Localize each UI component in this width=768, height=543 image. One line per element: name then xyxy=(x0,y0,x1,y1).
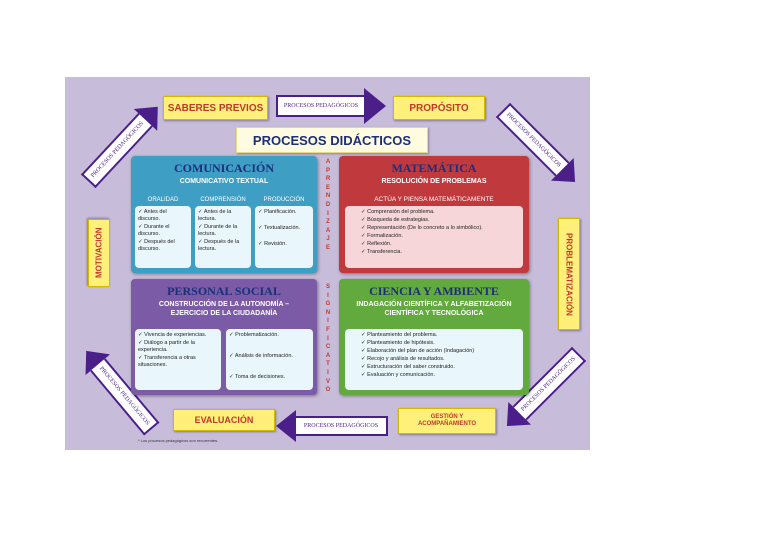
vertical-letter: A xyxy=(325,352,331,359)
list-item: Planteamiento del problema. xyxy=(361,332,520,339)
list-item: Durante de la lectura. xyxy=(198,224,248,238)
list-item: Planificación. xyxy=(258,209,310,216)
vertical-letter: S xyxy=(325,284,330,290)
arrow-bottom-head xyxy=(276,410,296,442)
list-item: Toma de decisiones. xyxy=(229,374,310,381)
card-ciencia: Planteamiento del problema. Planteamient… xyxy=(345,329,523,390)
arrow-top-label: PROCESOS PEDAGÓGICOS xyxy=(276,95,364,117)
vertical-letter: P xyxy=(325,167,330,174)
list-item: Representación (De lo concreto a lo simb… xyxy=(361,225,520,232)
vertical-letter: A xyxy=(325,227,331,234)
ciencia-subtitle-1: INDAGACIÓN CIENTÍFICA Y ALFABETIZACIÓN xyxy=(356,301,512,308)
matematica-subtitle: RESOLUCIÓN DE PROBLEMAS xyxy=(381,178,487,185)
gestion-label-text: GESTIÓN Y ACOMPAÑAMIENTO xyxy=(417,414,477,427)
vertical-letter: N xyxy=(325,193,331,200)
arrow-bottom: PROCESOS PEDAGÓGICOS xyxy=(276,410,388,442)
list-item: Diálogo a partir de la experiencia. xyxy=(138,340,218,354)
evaluacion-label: EVALUACIÓN xyxy=(173,409,275,431)
personal-subtitle-1: CONSTRUCCIÓN DE LA AUTONOMÍA – xyxy=(158,301,290,308)
list-item: Transferencia. xyxy=(361,249,520,256)
quadrant-matematica: MATEMÁTICA RESOLUCIÓN DE PROBLEMAS ACTÚA… xyxy=(339,156,529,273)
vertical-letter: F xyxy=(326,326,330,333)
vertical-letter: A xyxy=(325,159,331,165)
vertical-letter: E xyxy=(325,244,330,251)
list-item: Análisis de información. xyxy=(229,353,310,360)
comunicacion-subtitle: COMUNICATIVO TEXTUAL xyxy=(179,178,269,185)
card-produccion: Planificación. Textualización. Revisión. xyxy=(255,206,313,268)
vertical-letter: V xyxy=(325,378,330,385)
problematizacion-label: PROBLEMATIZACIÓN xyxy=(558,218,580,330)
ciencia-subtitle-2: CIENTÍFICA Y TECNOLÓGICA xyxy=(384,310,484,317)
gestion-label: GESTIÓN Y ACOMPAÑAMIENTO xyxy=(398,408,496,434)
vertical-letter: O xyxy=(325,387,331,394)
arrow-bottom-label: PROCESOS PEDAGÓGICOS xyxy=(296,416,388,436)
quadrant-personal-social: PERSONAL SOCIAL CONSTRUCCIÓN DE LA AUTON… xyxy=(131,279,317,395)
col-head-produccion: PRODUCCIÓN xyxy=(263,197,305,203)
list-item: Transferencia a otras situaciones. xyxy=(138,355,218,369)
list-item: Búsqueda de estrategias. xyxy=(361,217,520,224)
arrow-top: PROCESOS PEDAGÓGICOS xyxy=(276,88,386,124)
list-item: Reflexión. xyxy=(361,241,520,248)
col-head-comprension: COMPRENSIÓN xyxy=(200,197,246,203)
vertical-letter: I xyxy=(327,292,329,299)
quadrant-ciencia-ambiente: CIENCIA Y AMBIENTE INDAGACIÓN CIENTÍFICA… xyxy=(339,279,529,395)
card-personal-left: Vivencia de experiencias. Diálogo a part… xyxy=(135,329,221,390)
vertical-letter: G xyxy=(325,301,331,308)
ciencia-title: CIENCIA Y AMBIENTE xyxy=(369,284,499,298)
vertical-letter: Z xyxy=(326,219,330,226)
quadrant-comunicacion: COMUNICACIÓN COMUNICATIVO TEXTUAL ORALID… xyxy=(131,156,317,273)
list-item: Evaluación y comunicación. xyxy=(361,372,520,379)
list-item: Durante el discurso. xyxy=(138,224,188,238)
col-head-oralidad: ORALIDAD xyxy=(147,197,179,203)
vertical-letter: I xyxy=(327,318,329,325)
vertical-letter: I xyxy=(327,369,329,376)
card-oralidad: Antes del discurso. Durante el discurso.… xyxy=(135,206,191,268)
footnote: * Los procesos pedagógicos son recurrent… xyxy=(138,438,219,443)
list-item: Formalización. xyxy=(361,233,520,240)
proposito-label: PROPÓSITO xyxy=(393,96,485,120)
vertical-letter: R xyxy=(325,176,331,183)
vertical-letter: N xyxy=(325,309,331,316)
motivacion-label: MOTIVACIÓN xyxy=(88,219,110,287)
list-item: Estructuración del saber construido. xyxy=(361,364,520,371)
vertical-letter: D xyxy=(325,201,331,208)
list-item: Comprensión del problema. xyxy=(361,209,520,216)
matematica-title: MATEMÁTICA xyxy=(391,161,477,175)
vertical-letter: I xyxy=(327,335,329,342)
comunicacion-title: COMUNICACIÓN xyxy=(174,161,274,175)
personal-title: PERSONAL SOCIAL xyxy=(167,284,281,298)
personal-subtitle-2: EJERCICIO DE LA CIUDADANÍA xyxy=(170,310,278,317)
list-item: Vivencia de experiencias. xyxy=(138,332,218,339)
list-item: Después del discurso. xyxy=(138,239,188,253)
list-item: Elaboración del plan de acción (Indagaci… xyxy=(361,348,520,355)
vertical-letter: E xyxy=(325,184,330,191)
list-item: Después de la lectura. xyxy=(198,239,248,253)
list-item: Antes del discurso. xyxy=(138,209,188,223)
list-item: Revisión. xyxy=(258,241,310,248)
arrow-top-head xyxy=(364,88,386,124)
card-matematica: Comprensión del problema. Búsqueda de es… xyxy=(345,206,523,268)
card-personal-right: Problematización. Análisis de informació… xyxy=(226,329,313,390)
list-item: Antes de la lectura. xyxy=(198,209,248,223)
list-item: Problematización. xyxy=(229,332,310,339)
vertical-letter: J xyxy=(326,236,330,243)
list-item: Recojo y análisis de resultados. xyxy=(361,356,520,363)
list-item: Planteamiento de hipótesis. xyxy=(361,340,520,347)
vertical-letter: I xyxy=(327,210,329,217)
list-item: Textualización. xyxy=(258,225,310,232)
matematica-subhead: ACTÚA Y PIENSA MATEMÁTICAMENTE xyxy=(374,196,494,203)
vertical-letter: C xyxy=(325,344,331,351)
card-comprension: Antes de la lectura. Durante de la lectu… xyxy=(195,206,251,268)
page-title: PROCESOS DIDÁCTICOS xyxy=(236,127,428,153)
saberes-previos-label: SABERES PREVIOS xyxy=(163,96,268,120)
vertical-letter: T xyxy=(326,361,330,368)
